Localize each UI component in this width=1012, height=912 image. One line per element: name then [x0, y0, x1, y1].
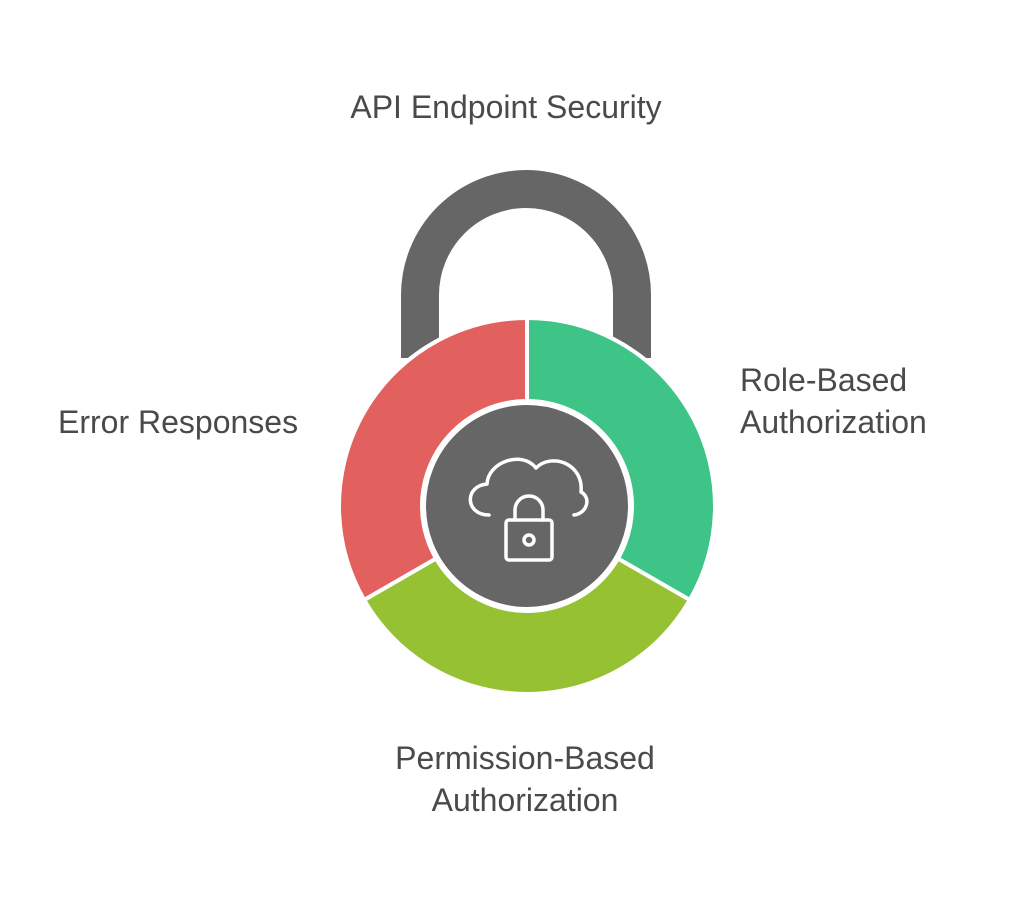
label-permission-based-line1: Permission-Based	[395, 740, 655, 776]
center-disc	[420, 399, 634, 613]
label-error-responses-line1: Error Responses	[58, 404, 299, 440]
label-error-responses: Error Responses	[58, 401, 298, 443]
lock-shackle-small	[513, 494, 545, 522]
lock-body-small	[504, 518, 554, 562]
padlock-shackle	[401, 170, 651, 358]
lock-keyhole	[522, 533, 536, 547]
label-role-based-line2: Authorization	[740, 404, 927, 440]
label-role-based-authorization: Role-Based Authorization	[740, 359, 927, 443]
diagram-title-text: API Endpoint Security	[350, 89, 662, 125]
cloud-outline	[468, 457, 589, 517]
label-role-based-line1: Role-Based	[740, 362, 908, 398]
label-permission-based-authorization: Permission-Based Authorization	[0, 737, 1012, 821]
diagram-title: API Endpoint Security	[0, 86, 1012, 128]
label-permission-based-line2: Authorization	[431, 782, 619, 818]
cloud-lock-icon	[468, 457, 589, 562]
